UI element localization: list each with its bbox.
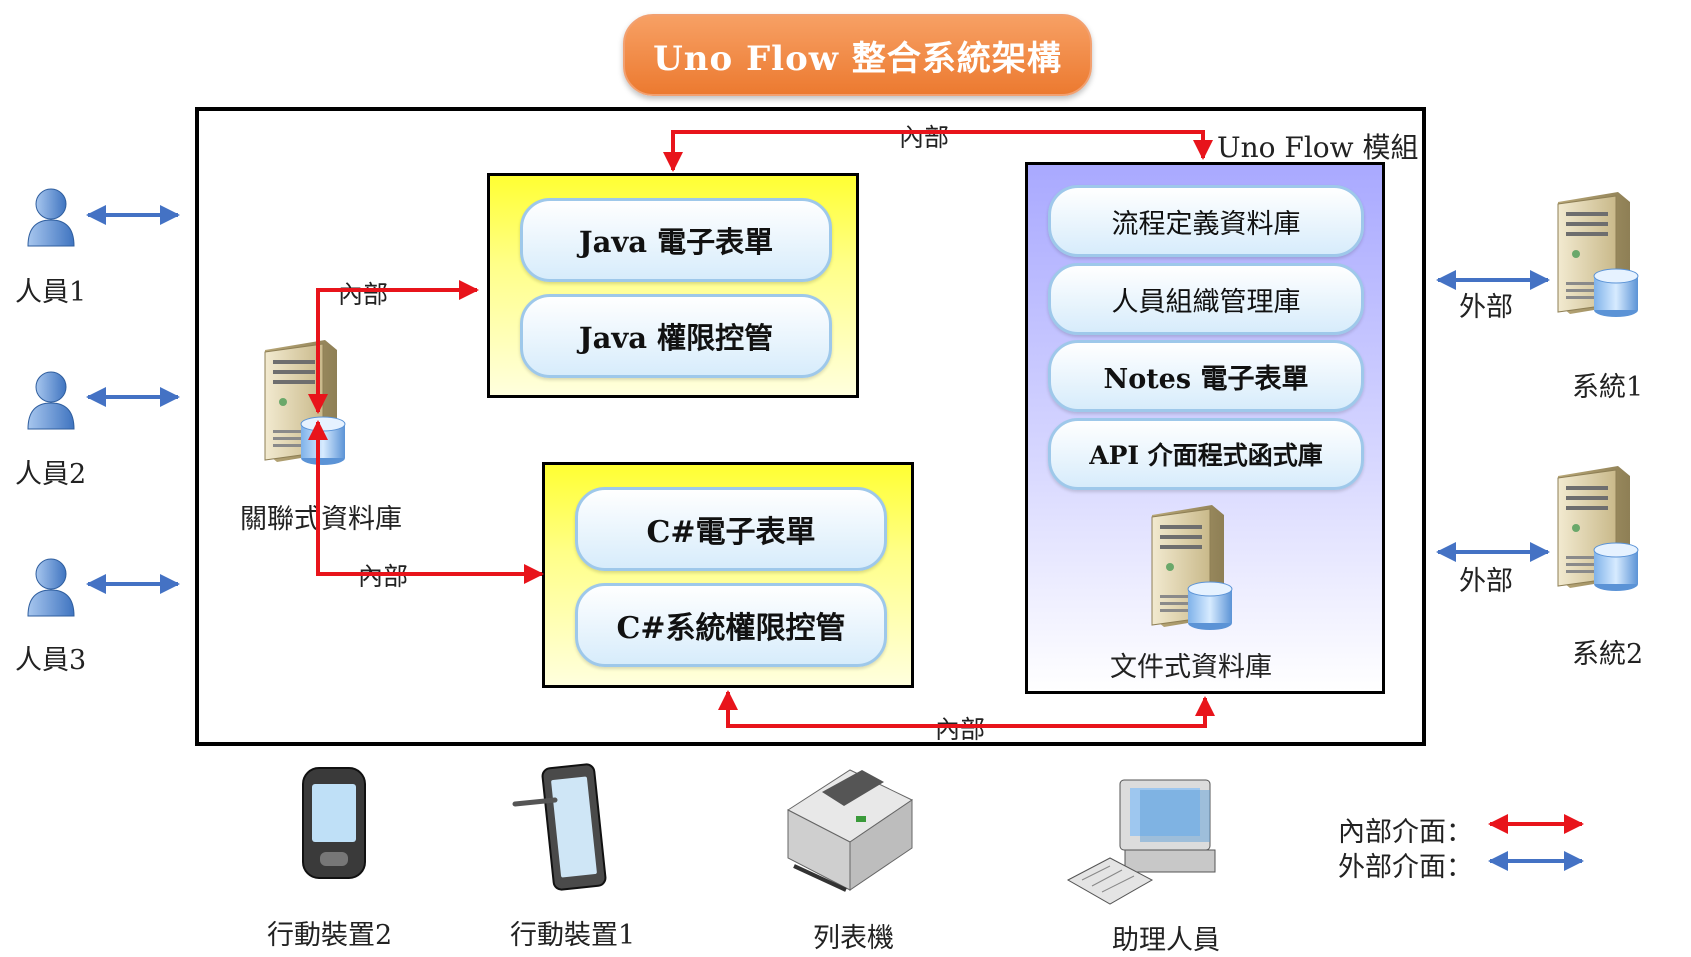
person-icon xyxy=(27,188,75,247)
server-icon xyxy=(1557,465,1639,592)
document-db-label: 文件式資料庫 xyxy=(1110,652,1272,683)
diagram-title: Uno Flow 整合系統架構 xyxy=(623,14,1092,96)
mobile-phone-icon xyxy=(302,767,366,879)
internal-arrow-top xyxy=(663,130,1213,172)
internal-label-bottom: 內部 xyxy=(935,715,986,744)
external-label-1: 外部 xyxy=(1459,292,1513,323)
person-icon xyxy=(27,371,75,430)
person-icon xyxy=(27,558,75,617)
device-label-mobile2: 行動裝置2 xyxy=(267,920,393,951)
tablet-icon xyxy=(512,763,607,891)
legend-internal-label: 內部介面： xyxy=(1338,817,1473,848)
system-label-1: 系統1 xyxy=(1572,372,1644,403)
device-label-printer: 列表機 xyxy=(813,923,894,954)
legend-external-label: 外部介面： xyxy=(1338,852,1473,883)
person-label-1: 人員1 xyxy=(15,277,87,308)
module-item-process-db: 流程定義資料庫 xyxy=(1048,185,1364,257)
server-icon xyxy=(1557,191,1639,318)
java-box: Java 電子表單 Java 權限控管 xyxy=(487,173,859,398)
module-label: Uno Flow 模組 xyxy=(1217,131,1419,164)
csharp-form-pill: C#電子表單 xyxy=(575,487,887,571)
computer-icon xyxy=(1066,779,1216,905)
person-label-3: 人員3 xyxy=(15,645,87,676)
device-label-mobile1: 行動裝置1 xyxy=(510,920,636,951)
internal-arrow-csharp xyxy=(308,420,544,584)
internal-arrow-bottom xyxy=(718,690,1215,728)
server-icon xyxy=(1151,504,1233,631)
printer-icon xyxy=(787,769,913,892)
person-label-2: 人員2 xyxy=(15,459,87,490)
java-form-pill: Java 電子表單 xyxy=(520,198,832,282)
module-item-org-db: 人員組織管理庫 xyxy=(1048,263,1364,335)
java-auth-pill: Java 權限控管 xyxy=(520,294,832,378)
csharp-auth-pill: C#系統權限控管 xyxy=(575,583,887,667)
module-item-api-lib: API 介面程式函式庫 xyxy=(1048,418,1364,490)
server-icon xyxy=(264,339,346,466)
external-label-2: 外部 xyxy=(1459,566,1513,597)
system-label-2: 系統2 xyxy=(1572,639,1644,670)
internal-arrow-java xyxy=(308,280,479,414)
module-item-notes-form: Notes 電子表單 xyxy=(1048,340,1364,412)
csharp-box: C#電子表單 C#系統權限控管 xyxy=(542,462,914,688)
